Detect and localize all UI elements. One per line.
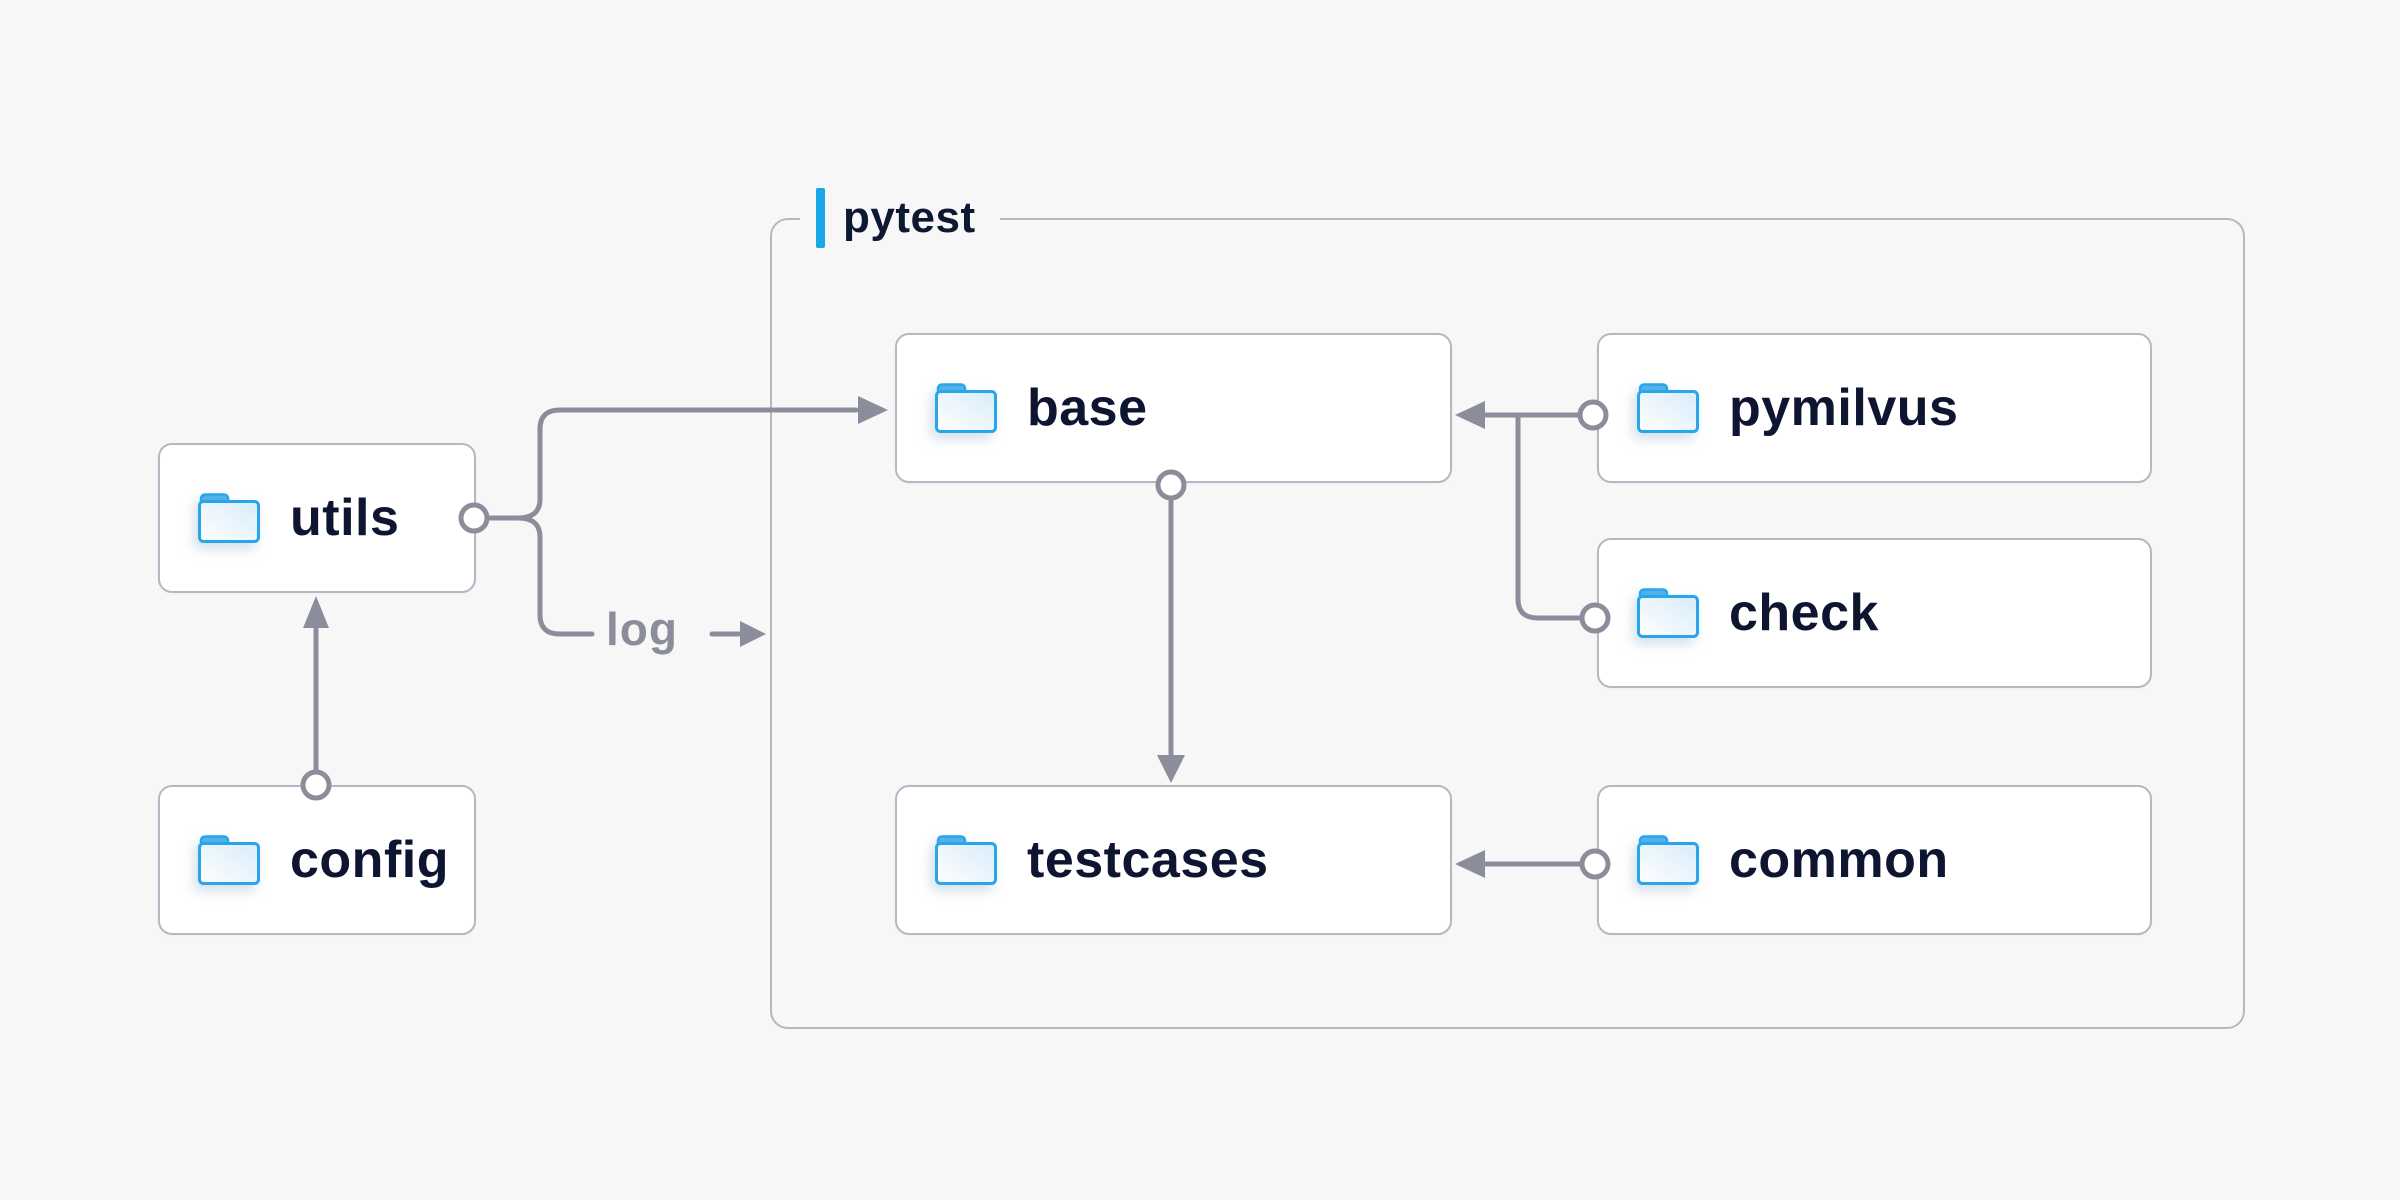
edge-label-log: log: [606, 603, 678, 655]
node-pymilvus: pymilvus: [1597, 333, 2152, 483]
folder-icon: [935, 835, 997, 885]
node-label: pymilvus: [1729, 379, 1959, 437]
arrowhead-into-utils: [303, 596, 329, 628]
node-label: utils: [290, 489, 400, 547]
node-common: common: [1597, 785, 2152, 935]
folder-icon: [1637, 588, 1699, 638]
node-base: base: [895, 333, 1452, 483]
node-label: testcases: [1027, 831, 1269, 889]
folder-icon: [198, 835, 260, 885]
pytest-container-title: pytest: [843, 193, 976, 242]
node-config: config: [158, 785, 476, 935]
node-testcases: testcases: [895, 785, 1452, 935]
accent-bar: [816, 188, 825, 248]
folder-icon: [1637, 835, 1699, 885]
node-utils: utils: [158, 443, 476, 593]
node-check: check: [1597, 538, 2152, 688]
node-label: check: [1729, 584, 1879, 642]
node-label: common: [1729, 831, 1949, 889]
pytest-container-label: pytest: [800, 188, 1000, 248]
folder-icon: [1637, 383, 1699, 433]
arrowhead-log: [740, 621, 766, 647]
folder-icon: [935, 383, 997, 433]
node-label: config: [290, 831, 449, 889]
pytest-container: [770, 218, 2245, 1029]
folder-icon: [198, 493, 260, 543]
edge-utils-log: [515, 515, 595, 637]
node-label: base: [1027, 379, 1148, 437]
